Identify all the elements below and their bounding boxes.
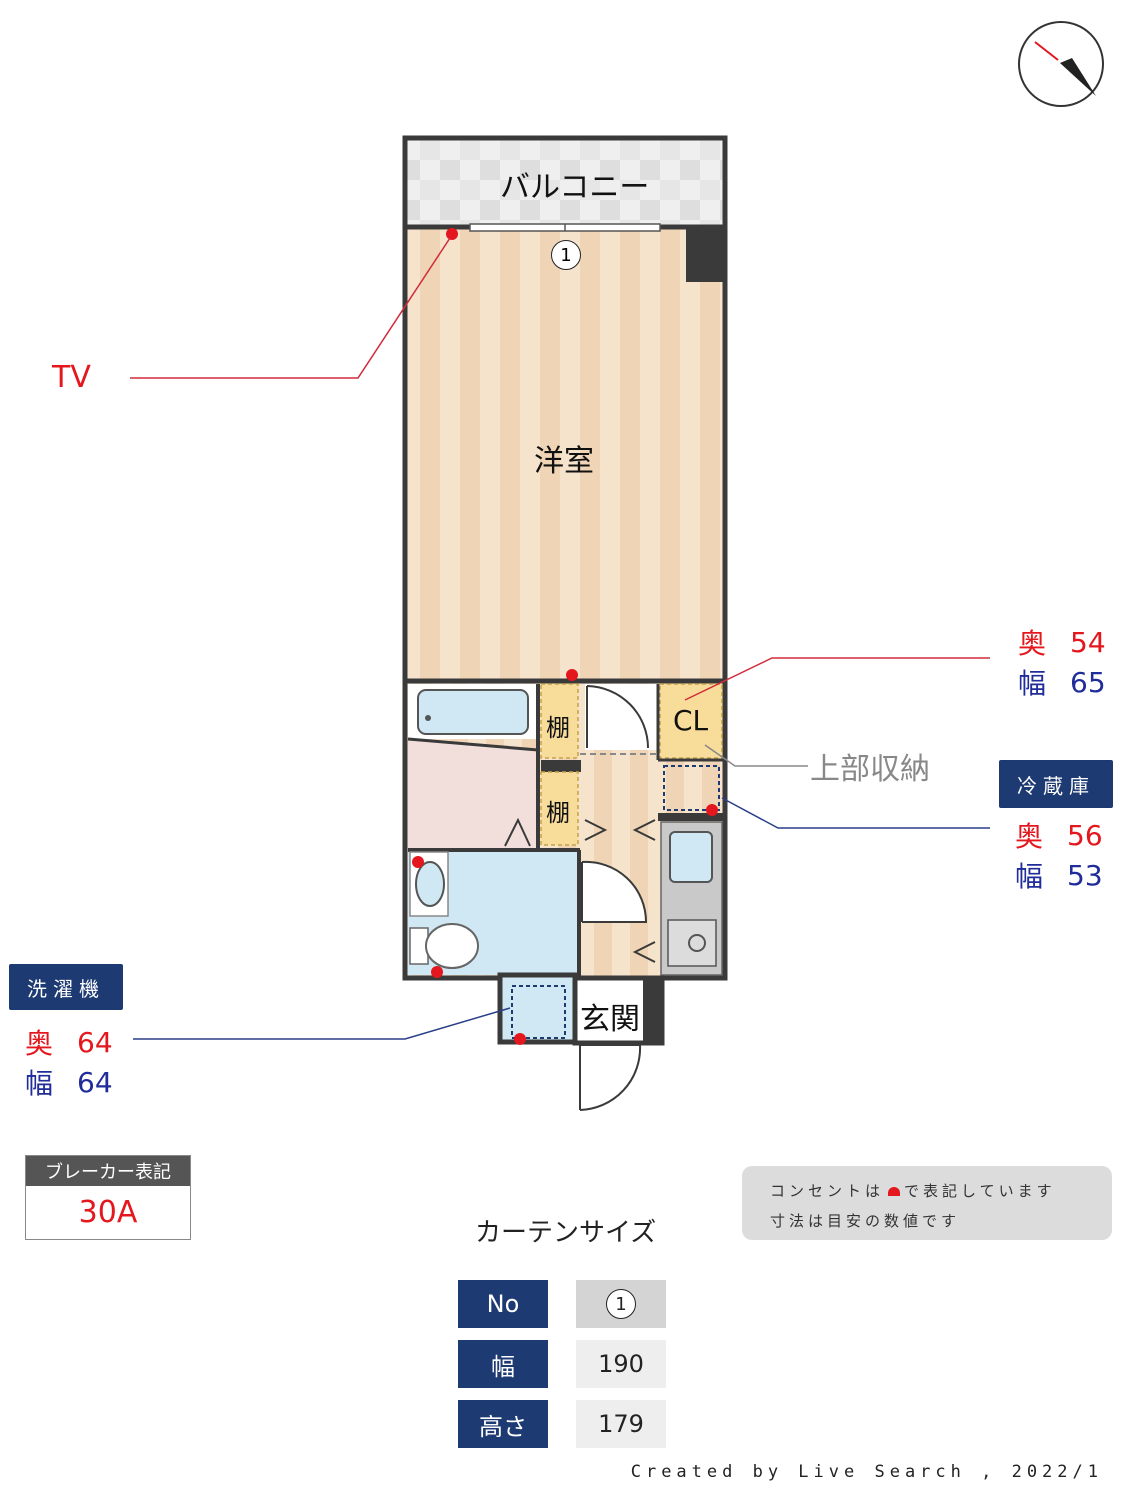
fridge-width: 幅 53	[1015, 855, 1103, 895]
curtain-value-height: 179	[576, 1400, 666, 1448]
window-marker-number: 1	[551, 240, 581, 270]
fridge-width-key: 幅	[1015, 860, 1044, 893]
outlet-washer	[514, 1033, 526, 1045]
breaker-box: ブレーカー表記 30A	[25, 1155, 191, 1240]
breaker-value: 30A	[78, 1195, 138, 1230]
closet-width-key: 幅	[1018, 667, 1047, 700]
bathtub	[417, 689, 529, 735]
fridge-space	[663, 765, 720, 811]
curtain-value-no: 1	[576, 1280, 666, 1328]
fridge-tag: 冷蔵庫	[999, 760, 1113, 808]
curtain-title: カーテンサイズ	[475, 1218, 657, 1248]
outlet-legend-icon	[888, 1187, 901, 1196]
outlet-markers	[412, 228, 718, 1045]
curtain-header-width: 幅	[458, 1340, 548, 1388]
entrance-door	[579, 1044, 642, 1111]
washer-space	[511, 985, 566, 1039]
curtain-value-width: 190	[576, 1340, 666, 1388]
outlet-basin	[412, 856, 424, 868]
credit-text: Created by Live Search , 2022/1	[630, 1462, 1103, 1482]
legend-note: コンセントは で表記しています 寸法は目安の数値です	[742, 1166, 1112, 1240]
room-label-balcony: バルコニー	[500, 170, 650, 205]
washer-width-value: 64	[77, 1065, 113, 1099]
washer-tag: 洗濯機	[9, 964, 123, 1010]
closet-depth-key: 奥	[1018, 627, 1047, 660]
tv-label: TV	[52, 360, 91, 395]
hall-door	[585, 684, 657, 750]
fridge-depth: 奥 56	[1015, 815, 1103, 855]
washer-width-key: 幅	[25, 1067, 54, 1100]
shelf-lower	[540, 771, 579, 846]
closet-depth-value: 54	[1070, 625, 1106, 659]
fridge-depth-value: 56	[1067, 818, 1103, 852]
note-line-1: コンセントは で表記しています	[770, 1180, 1056, 1201]
curtain-header-no: No	[458, 1280, 548, 1328]
outlet-tv	[446, 228, 458, 240]
outlet-hall	[566, 669, 578, 681]
fridge-depth-key: 奥	[1015, 820, 1044, 853]
breaker-label: ブレーカー表記	[26, 1156, 190, 1186]
upper-storage-label: 上部収納	[810, 752, 930, 787]
closet-depth: 奥 54	[1018, 622, 1106, 662]
closet-width-value: 65	[1070, 665, 1106, 699]
stove	[667, 919, 717, 967]
balcony	[402, 135, 728, 230]
compass-icon	[1018, 21, 1104, 107]
shelf-upper	[540, 683, 579, 759]
washer-width: 幅 64	[25, 1062, 113, 1102]
curtain-header-height: 高さ	[458, 1400, 548, 1448]
room-label-shelf-upper: 棚	[546, 714, 570, 742]
washer-depth-key: 奥	[25, 1027, 54, 1060]
washer-leader-line	[133, 1007, 511, 1040]
fridge-width-value: 53	[1067, 858, 1103, 892]
room-label-shelf-lower: 棚	[546, 799, 570, 827]
sink	[669, 831, 713, 883]
washer-depth: 奥 64	[25, 1022, 113, 1062]
closet-width: 幅 65	[1018, 662, 1106, 702]
toilet	[425, 923, 479, 969]
closet-leader-line	[684, 657, 990, 701]
outlet-toilet	[431, 966, 443, 978]
window-marker: 1	[551, 240, 581, 270]
room-label-entrance: 玄関	[580, 1002, 640, 1037]
note-line-1a: コンセントは	[770, 1182, 885, 1200]
tv-leader-line	[130, 237, 451, 379]
outlet-fridge	[706, 804, 718, 816]
note-line-2: 寸法は目安の数値です	[770, 1212, 961, 1230]
washer-depth-value: 64	[77, 1025, 113, 1059]
curtain-value-no-number: 1	[606, 1289, 636, 1319]
pillar	[686, 229, 723, 282]
fridge-leader-line	[721, 797, 990, 829]
washroom	[408, 739, 538, 848]
room-label-closet: CL	[673, 704, 709, 737]
upper-storage-leader-line	[704, 744, 808, 767]
note-line-1b: で表記しています	[904, 1182, 1056, 1200]
room-label-western: 洋室	[534, 444, 594, 479]
